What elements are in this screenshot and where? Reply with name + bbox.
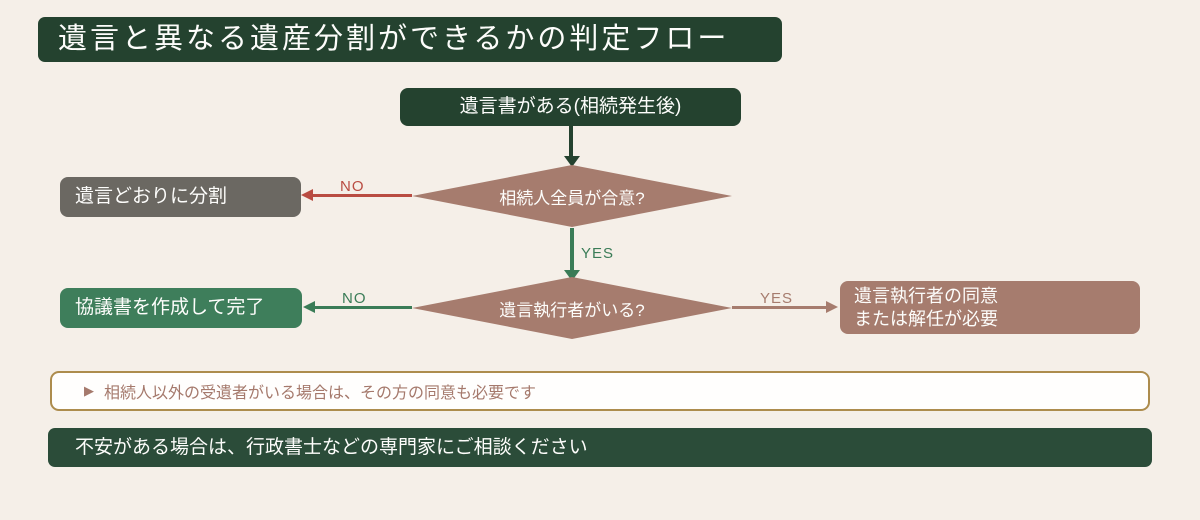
decision-all-heirs-agree: 相続人全員が合意? <box>412 165 732 227</box>
arrowhead-right-icon <box>826 301 838 313</box>
edge-label-no-2: NO <box>342 290 367 307</box>
footer-advice-bar: 不安がある場合は、行政書士などの専門家にご相談ください <box>48 428 1152 467</box>
edge-label-yes-1: YES <box>581 245 615 262</box>
note-box: ▶ 相続人以外の受遺者がいる場合は、その方の同意も必要です <box>50 371 1150 411</box>
outcome-executor-consent: 遺言執行者の同意 または解任が必要 <box>840 281 1140 334</box>
arrowhead-left-icon <box>303 301 315 313</box>
outcome-agreement-done: 協議書を作成して完了 <box>60 288 302 328</box>
arrow-start-to-decision1 <box>569 126 573 157</box>
arrowhead-left-icon <box>301 189 313 201</box>
triangle-bullet-icon: ▶ <box>84 383 94 398</box>
arrow-decision2-no <box>313 306 412 309</box>
decision-executor-exists: 遺言執行者がいる? <box>412 277 732 339</box>
decision-all-heirs-agree-label: 相続人全員が合意? <box>499 188 645 208</box>
edge-label-no-1: NO <box>340 178 365 195</box>
page-title: 遺言と異なる遺産分割ができるかの判定フロー <box>38 17 782 62</box>
flow-start-node: 遺言書がある(相続発生後) <box>400 88 741 126</box>
outcome-executor-consent-line2: または解任が必要 <box>854 309 998 329</box>
arrow-decision1-yes <box>570 228 574 271</box>
outcome-executor-consent-line1: 遺言執行者の同意 <box>854 286 998 306</box>
arrow-decision2-yes <box>732 306 827 309</box>
arrow-decision1-no <box>311 194 412 197</box>
decision-executor-exists-label: 遺言執行者がいる? <box>499 300 645 320</box>
edge-label-yes-2: YES <box>760 290 794 307</box>
arrowhead-down-icon <box>564 270 580 281</box>
arrowhead-down-icon <box>564 156 580 167</box>
outcome-split-by-will: 遺言どおりに分割 <box>60 177 301 217</box>
note-text: 相続人以外の受遺者がいる場合は、その方の同意も必要です <box>104 385 537 402</box>
